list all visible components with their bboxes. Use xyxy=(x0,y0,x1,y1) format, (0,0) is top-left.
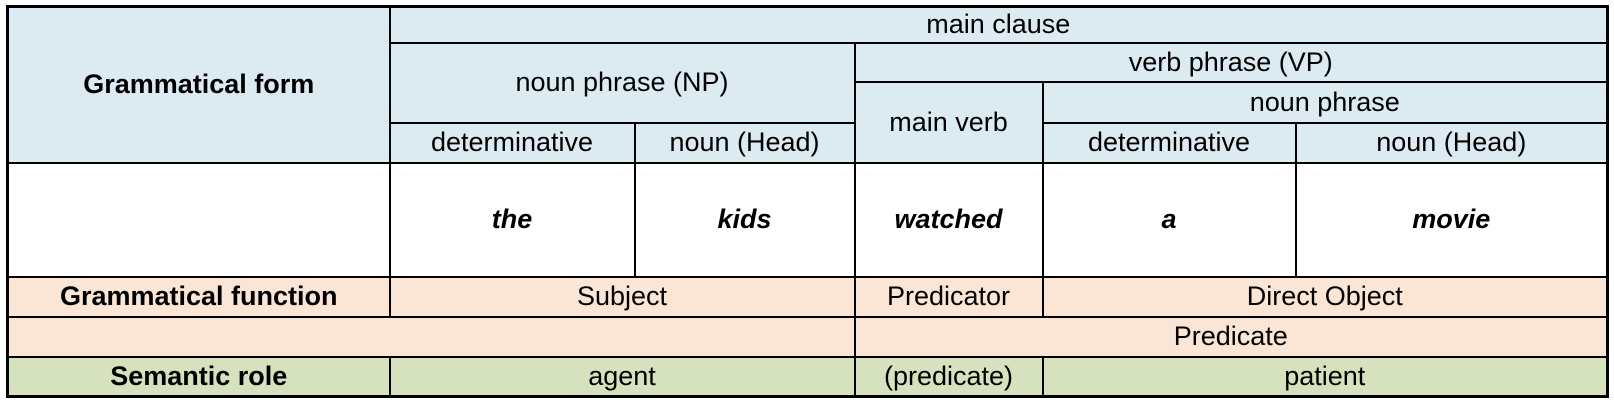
word-movie: movie xyxy=(1294,161,1609,278)
row-semantic-role: Semantic role agent (predicate) patient xyxy=(6,355,1609,398)
main-clause-cell: main clause xyxy=(388,5,1609,44)
grammatical-form-row-label: Grammatical form xyxy=(6,5,391,164)
semantic-role-row-label: Semantic role xyxy=(6,355,391,398)
verb-phrase-vp-cell: verb phrase (VP) xyxy=(853,41,1609,83)
patient-cell: patient xyxy=(1041,355,1609,398)
predicator-cell: Predicator xyxy=(853,275,1044,318)
subject-noun-head-cell: noun (Head) xyxy=(633,121,856,164)
main-verb-cell: main verb xyxy=(853,80,1044,164)
row-sentence-words: the kids watched a movie xyxy=(6,161,1609,278)
direct-object-cell: Direct Object xyxy=(1041,275,1609,318)
object-determinative-cell: determinative xyxy=(1041,121,1297,164)
word-watched: watched xyxy=(853,161,1044,278)
noun-phrase-np-cell: noun phrase (NP) xyxy=(388,41,856,124)
predicate-cell: Predicate xyxy=(853,315,1609,358)
object-noun-head-cell: noun (Head) xyxy=(1294,121,1609,164)
word-a: a xyxy=(1041,161,1297,278)
predicate-role-cell: (predicate) xyxy=(853,355,1044,398)
subject-cell: Subject xyxy=(388,275,856,318)
word-kids: kids xyxy=(633,161,856,278)
row-grammatical-function: Grammatical function Subject Predicator … xyxy=(6,275,1609,318)
row-predicate: Predicate xyxy=(6,315,1609,358)
object-noun-phrase-cell: noun phrase xyxy=(1041,80,1609,124)
empty-function-cell xyxy=(6,315,856,358)
word-the: the xyxy=(388,161,636,278)
row-np-parts: determinative noun (Head) determinative … xyxy=(8,121,1609,164)
grammatical-function-row-label: Grammatical function xyxy=(6,275,391,318)
row-main-clause: Grammatical form main clause xyxy=(6,5,1609,164)
row-vp-parts: main verb noun phrase xyxy=(8,80,1609,164)
row-phrases: noun phrase (NP) verb phrase (VP) xyxy=(8,41,1609,124)
empty-form-cell xyxy=(6,161,391,278)
subject-determinative-cell: determinative xyxy=(388,121,636,164)
agent-cell: agent xyxy=(388,355,856,398)
grammar-analysis-table: Grammatical form main clause noun phrase… xyxy=(6,5,1610,398)
